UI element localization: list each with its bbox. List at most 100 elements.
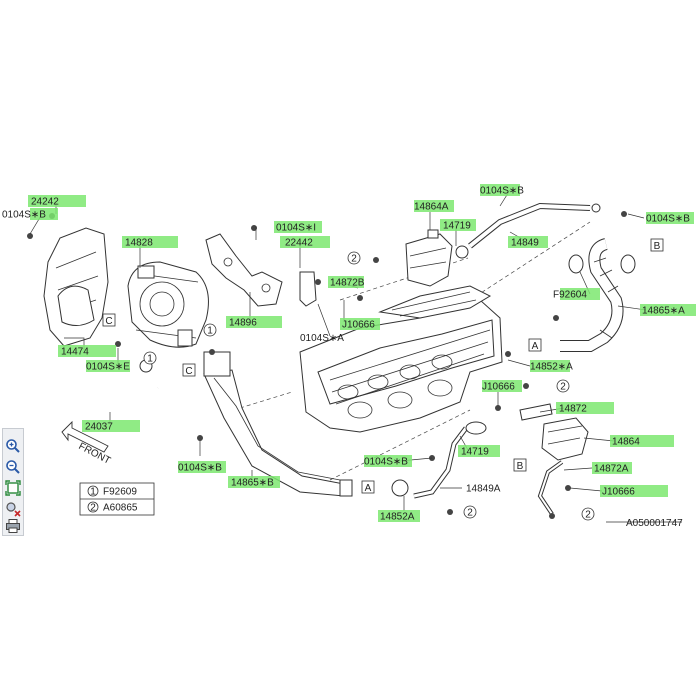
part-label-22442[interactable]: 22442 [280,236,330,249]
pipe-14849 [455,202,601,259]
valve-14864a [405,229,453,287]
part-number[interactable]: 0104S∗B [646,214,690,225]
part-label-14864[interactable]: 14864 [610,435,674,448]
part-number[interactable]: 14872B [330,278,365,289]
marker-letter: C [105,316,112,327]
part-number[interactable]: 0104S∗B [364,457,408,468]
part-number[interactable]: 0104S∗B [178,463,222,474]
part-number[interactable]: 14872 [559,404,587,415]
part-number[interactable]: 0104S∗B [2,210,46,221]
part-number[interactable]: J10666 [602,487,635,498]
part-label-14865-a[interactable]: 14865∗A [640,304,696,317]
part-label-14896[interactable]: 14896 [226,316,282,329]
legend-table: 1 F92609 2 A60865 [79,482,155,516]
part-number: 0104S∗A [300,333,344,344]
zoom-in-icon[interactable] [4,437,22,455]
part-label-0104s-b-r1[interactable]: 0104S∗B [480,184,524,197]
part-label-14849a: 14849A [466,484,501,495]
marker-letter: B [517,461,524,472]
legend-number: 1 [90,487,96,498]
zoom-out-icon[interactable] [4,458,22,476]
marker-b-top-right: B [650,238,664,252]
part-label-24242[interactable]: 24242 [28,195,86,208]
part-label-j10666-c[interactable]: J10666 [600,485,668,498]
part-label-14872b[interactable]: 14872B [328,276,365,289]
pipe-14872a [537,460,564,516]
part-number[interactable]: 24242 [31,197,59,208]
reset-icon[interactable] [4,500,22,518]
part-number[interactable]: 14896 [229,318,257,329]
part-labels[interactable]: 24242 0104S∗B 14828 14474 0104S∗E 24037 … [2,184,696,523]
fit-screen-icon[interactable] [4,479,22,497]
diagram-id: A050001747 [626,518,683,529]
part-label-0104s-b-r2[interactable]: 0104S∗B [646,212,694,225]
part-label-0104s-b-mid[interactable]: 0104S∗B [178,461,226,474]
hose-24037 [101,359,160,414]
part-label-24037[interactable]: 24037 [82,420,140,433]
part-label-j10666-b[interactable]: J10666 [482,380,522,393]
part-number[interactable]: 14852A [380,512,415,523]
marker-b-bottom: B [513,458,527,472]
part-label-0104s-b-bot[interactable]: 0104S∗B [364,455,412,468]
marker-letter: A [365,483,372,494]
part-number[interactable]: 24037 [85,422,113,433]
part-number[interactable]: 22442 [285,238,313,249]
part-label-14828[interactable]: 14828 [122,236,178,249]
part-label-14852-a[interactable]: 14852∗A [530,360,573,373]
part-number[interactable]: 0104S∗E [86,362,130,373]
part-label-0104s-e[interactable]: 0104S∗E [86,360,130,373]
part-label-14872[interactable]: 14872 [556,402,614,415]
pipe-14849a [391,421,487,499]
part-number[interactable]: 14849 [511,238,539,249]
part-number[interactable]: 14828 [125,238,153,249]
part-label-14852a[interactable]: 14852A [378,510,420,523]
callout-circle-2: 2 [581,507,595,521]
legend-code: A60865 [103,503,138,514]
part-number[interactable]: 14719 [461,447,489,458]
letter-markers: C C B A B A [102,238,664,494]
part-number[interactable]: 0104S∗B [480,186,524,197]
part-number[interactable]: F92604 [553,290,587,301]
part-number[interactable]: 14865∗B [231,478,274,489]
callout-number: 2 [351,254,357,265]
part-number[interactable]: 14474 [61,347,89,358]
callout-number: 1 [207,326,213,337]
part-number[interactable]: 14719 [443,221,471,232]
fasteners [27,211,627,519]
part-number[interactable]: J10666 [342,320,375,331]
part-number[interactable]: 14865∗A [642,306,685,317]
legend-row: 1 F92609 [87,485,137,498]
part-label-14865-b[interactable]: 14865∗B [228,476,280,489]
legend-number: 2 [90,503,96,514]
part-number: 14849A [466,484,501,495]
part-number[interactable]: J10666 [482,382,515,393]
callout-circle-1: 1 [203,323,217,337]
part-label-0104s-b-top[interactable]: 0104S∗B [2,208,58,221]
part-label-14719-bot[interactable]: 14719 [458,445,500,458]
part-label-14872a[interactable]: 14872A [592,462,632,475]
part-label-14864a[interactable]: 14864A [414,200,454,213]
bracket-14896 [205,233,317,307]
part-number[interactable]: 0104S∗I [276,223,316,234]
heat-shield [43,227,109,347]
part-label-j10666-a[interactable]: J10666 [340,318,380,331]
callout-number: 2 [585,510,591,521]
part-label-14849[interactable]: 14849 [508,236,548,249]
part-label-14719-top[interactable]: 14719 [440,219,476,232]
hose-14865-a [560,238,636,352]
part-label-14474[interactable]: 14474 [58,345,116,358]
part-number[interactable]: 14852∗A [530,362,573,373]
part-number[interactable]: 14872A [594,464,629,475]
part-label-0104s-i[interactable]: 0104S∗I [274,221,322,234]
air-pump [127,261,209,348]
front-arrow-icon [61,420,109,453]
viewer-toolbar [2,428,24,536]
part-label-f92604[interactable]: F92604 [553,288,600,301]
marker-letter: C [185,366,192,377]
callout-circle-1: 1 [143,351,157,365]
part-number[interactable]: 14864A [414,202,449,213]
print-icon[interactable] [4,517,22,535]
part-number[interactable]: 14864 [612,437,640,448]
callout-circle-2: 2 [347,251,361,265]
callout-number: 2 [560,382,566,393]
